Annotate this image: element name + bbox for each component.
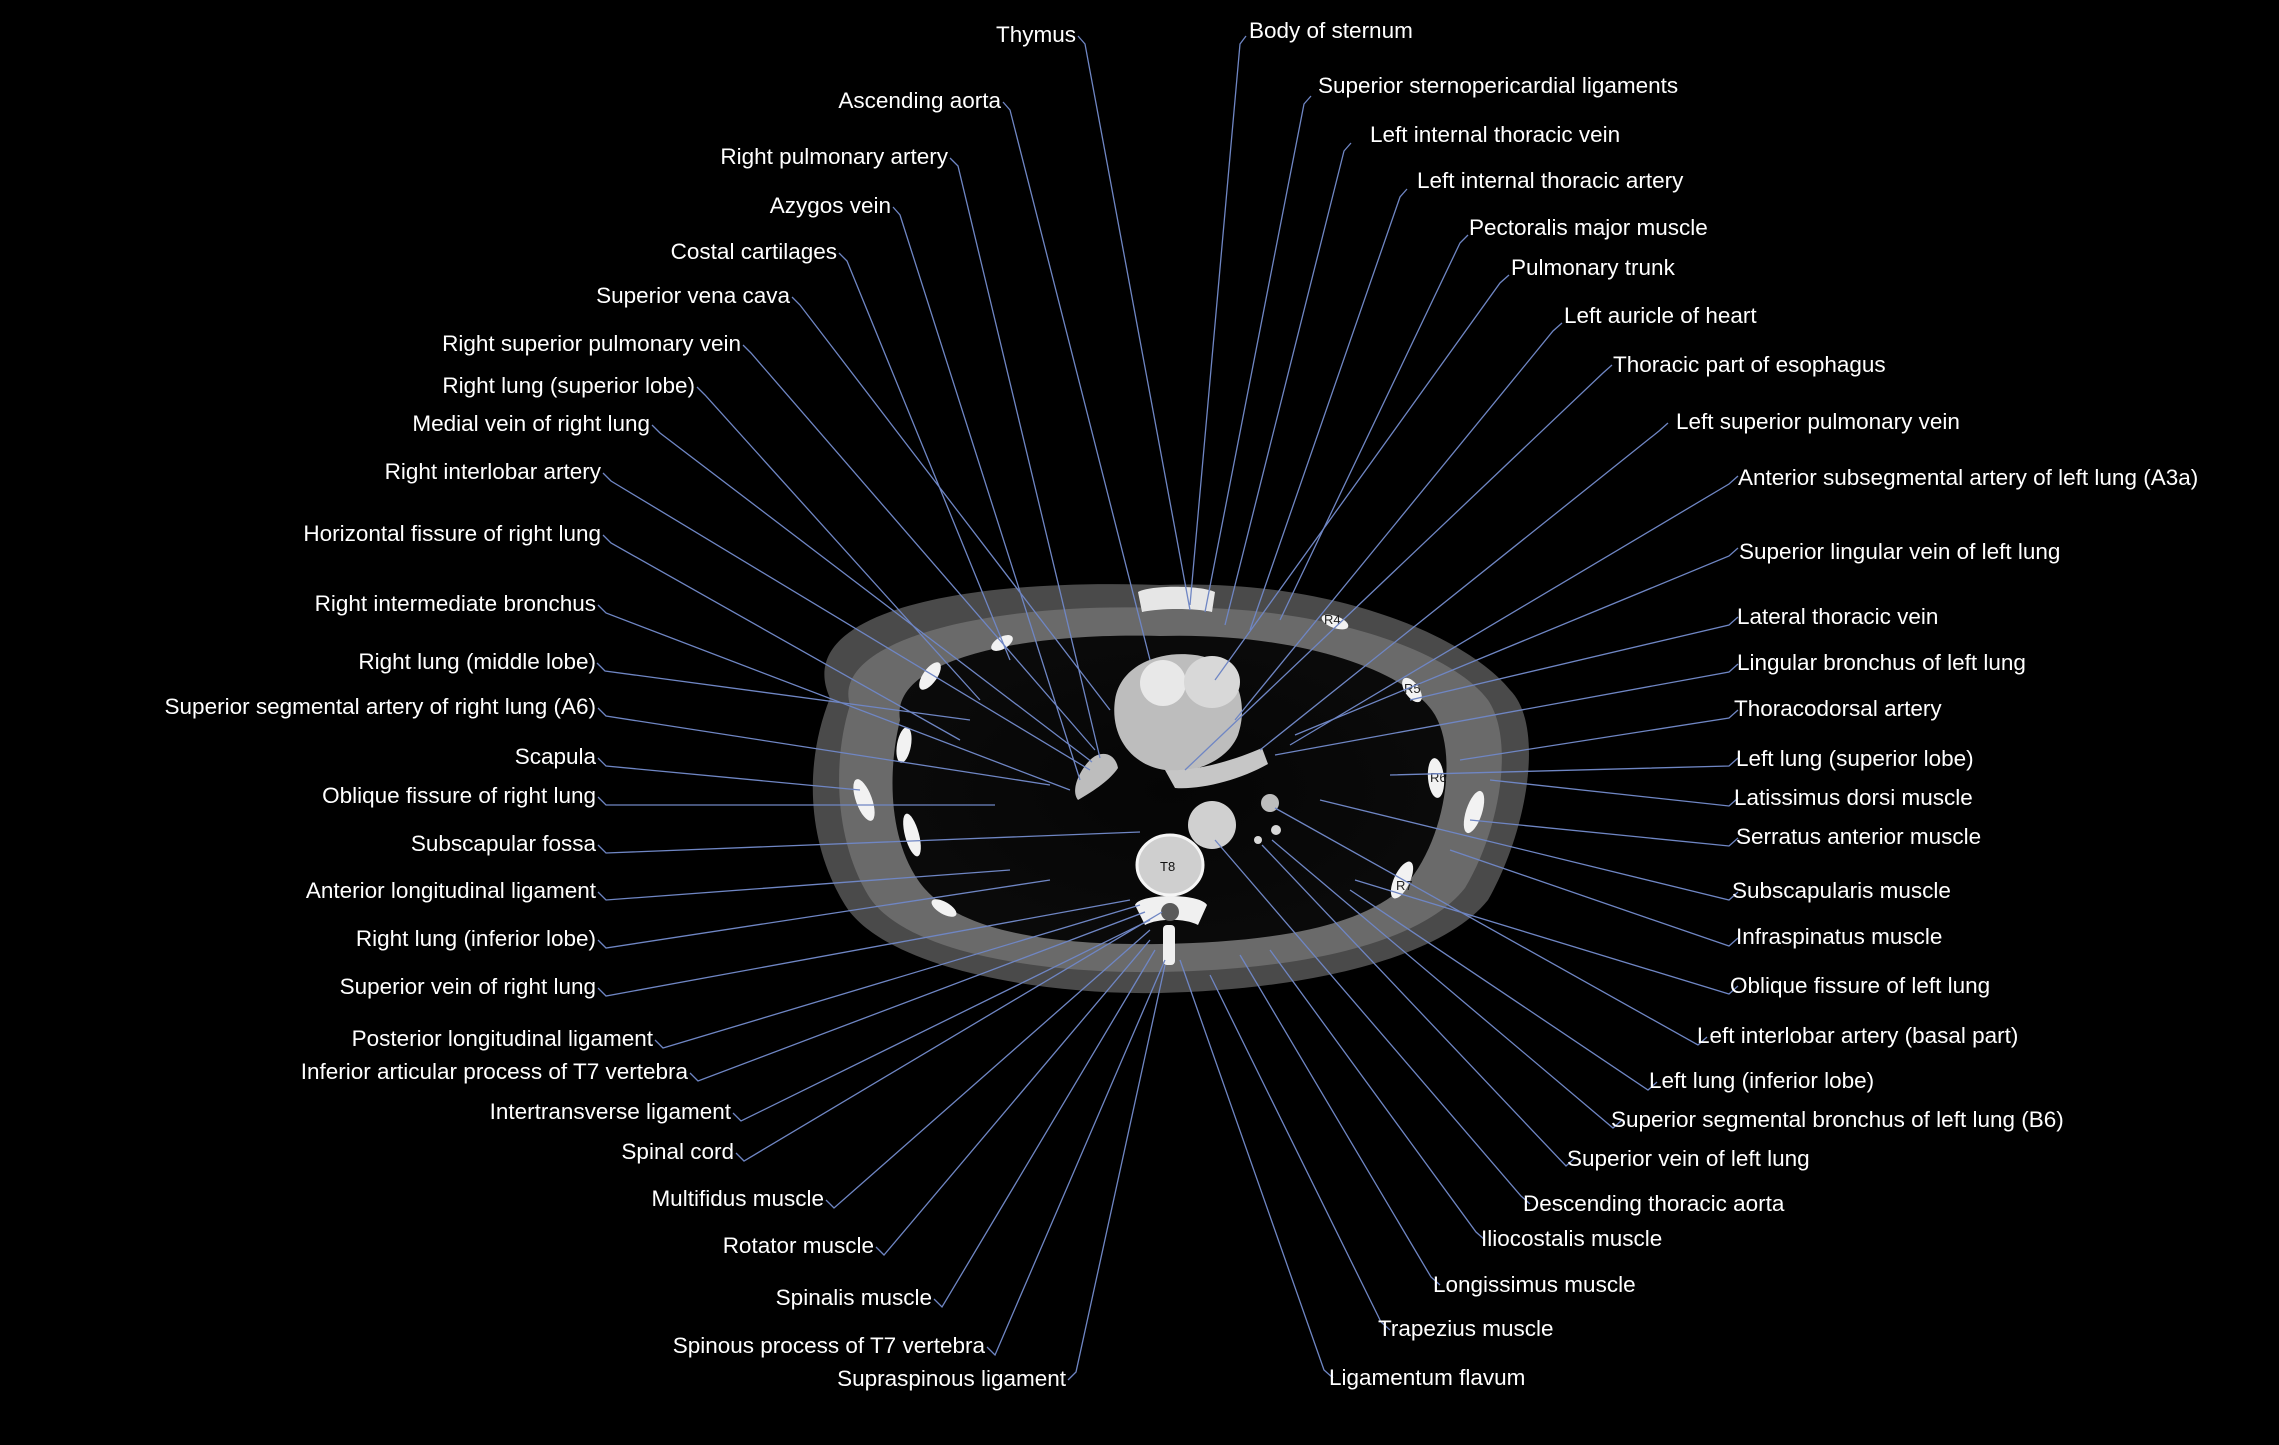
labels-left-column: Body of sternum Superior sternopericardi… (1249, 18, 2198, 1390)
label-serratus-anterior-muscle: Serratus anterior muscle (1736, 824, 1981, 849)
label-multifidus-muscle: Multifidus muscle (651, 1186, 824, 1211)
label-left-lung-inferior-lobe: Left lung (inferior lobe) (1649, 1068, 1874, 1093)
rib-label-r7: R7 (1396, 878, 1413, 893)
label-posterior-longitudinal-ligament: Posterior longitudinal ligament (352, 1026, 654, 1051)
label-pectoralis-major-muscle: Pectoralis major muscle (1469, 215, 1708, 240)
label-lingular-bronchus: Lingular bronchus of left lung (1737, 650, 2026, 675)
label-left-lung-superior-lobe: Left lung (superior lobe) (1736, 746, 1974, 771)
label-right-intermediate-bronchus: Right intermediate bronchus (315, 591, 596, 616)
label-oblique-fissure-left-lung: Oblique fissure of left lung (1730, 973, 1990, 998)
vertebra: T8 (1135, 833, 1207, 965)
label-ligamentum-flavum: Ligamentum flavum (1329, 1365, 1525, 1390)
label-thymus: Thymus (996, 22, 1076, 47)
label-iliocostalis-muscle: Iliocostalis muscle (1481, 1226, 1662, 1251)
label-intertransverse-ligament: Intertransverse ligament (490, 1099, 732, 1124)
label-anterior-subsegmental-artery-a3a: Anterior subsegmental artery of left lun… (1738, 465, 2198, 490)
label-horizontal-fissure-right-lung: Horizontal fissure of right lung (303, 521, 601, 546)
label-infraspinatus-muscle: Infraspinatus muscle (1736, 924, 1942, 949)
label-spinous-process-t7: Spinous process of T7 vertebra (673, 1333, 986, 1358)
label-spinalis-muscle: Spinalis muscle (776, 1285, 932, 1310)
label-scapula: Scapula (515, 744, 597, 769)
leader-lines-left (1179, 35, 1739, 1379)
label-superior-vein-left-lung: Superior vein of left lung (1567, 1146, 1810, 1171)
label-right-lung-middle-lobe: Right lung (middle lobe) (358, 649, 596, 674)
sternum (1138, 586, 1215, 612)
label-superior-vena-cava: Superior vena cava (596, 283, 790, 308)
label-body-of-sternum: Body of sternum (1249, 18, 1413, 43)
label-right-pulmonary-artery: Right pulmonary artery (720, 144, 948, 169)
rib-label-r6: R6 (1430, 770, 1447, 785)
label-medial-vein-right-lung: Medial vein of right lung (412, 411, 650, 436)
label-ascending-aorta: Ascending aorta (838, 88, 1001, 113)
ribs-left (1321, 614, 1485, 899)
label-latissimus-dorsi-muscle: Latissimus dorsi muscle (1734, 785, 1973, 810)
label-pulmonary-trunk: Pulmonary trunk (1511, 255, 1676, 280)
label-right-superior-pulmonary-vein: Right superior pulmonary vein (442, 331, 741, 356)
label-superior-segmental-bronchus-b6: Superior segmental bronchus of left lung… (1611, 1107, 2064, 1132)
label-anterior-longitudinal-ligament: Anterior longitudinal ligament (306, 878, 597, 903)
label-azygos-vein: Azygos vein (770, 193, 891, 218)
label-rotator-muscle: Rotator muscle (723, 1233, 874, 1258)
label-trapezius-muscle: Trapezius muscle (1378, 1316, 1553, 1341)
label-left-interlobar-artery-basal: Left interlobar artery (basal part) (1697, 1023, 2018, 1048)
label-left-auricle-of-heart: Left auricle of heart (1564, 303, 1757, 328)
label-costal-cartilages: Costal cartilages (671, 239, 837, 264)
mediastinum (1075, 654, 1281, 849)
label-superior-sternopericardial-ligaments: Superior sternopericardial ligaments (1318, 73, 1678, 98)
label-lateral-thoracic-vein: Lateral thoracic vein (1737, 604, 1938, 629)
label-left-superior-pulmonary-vein: Left superior pulmonary vein (1676, 409, 1960, 434)
rib-label-r4: R4 (1324, 612, 1341, 627)
label-supraspinous-ligament: Supraspinous ligament (837, 1366, 1067, 1391)
label-longissimus-muscle: Longissimus muscle (1433, 1272, 1636, 1297)
label-superior-lingular-vein: Superior lingular vein of left lung (1739, 539, 2060, 564)
label-subscapularis-muscle: Subscapularis muscle (1732, 878, 1951, 903)
label-thoracic-part-of-esophagus: Thoracic part of esophagus (1613, 352, 1886, 377)
label-right-lung-superior-lobe: Right lung (superior lobe) (442, 373, 695, 398)
label-thoracodorsal-artery: Thoracodorsal artery (1734, 696, 1942, 721)
label-right-interlobar-artery: Right interlobar artery (385, 459, 602, 484)
label-right-lung-inferior-lobe: Right lung (inferior lobe) (356, 926, 596, 951)
label-left-internal-thoracic-artery: Left internal thoracic artery (1417, 168, 1684, 193)
label-superior-vein-right-lung: Superior vein of right lung (340, 974, 596, 999)
label-inferior-articular-process-t7: Inferior articular process of T7 vertebr… (301, 1059, 689, 1084)
label-left-internal-thoracic-vein: Left internal thoracic vein (1370, 122, 1620, 147)
label-oblique-fissure-right-lung: Oblique fissure of right lung (322, 783, 596, 808)
label-spinal-cord: Spinal cord (621, 1139, 734, 1164)
ct-slice: T8 R4 R5 R6 R7 (812, 584, 1529, 994)
label-subscapular-fossa: Subscapular fossa (411, 831, 597, 856)
vertebra-label-t8: T8 (1160, 859, 1175, 874)
label-descending-thoracic-aorta: Descending thoracic aorta (1523, 1191, 1785, 1216)
labels-right-column: Thymus Ascending aorta Right pulmonary a… (165, 22, 1076, 1391)
label-superior-segmental-artery-a6: Superior segmental artery of right lung … (165, 694, 596, 719)
leader-lines-right (596, 35, 1191, 1381)
thoracic-cavity (892, 635, 1447, 945)
